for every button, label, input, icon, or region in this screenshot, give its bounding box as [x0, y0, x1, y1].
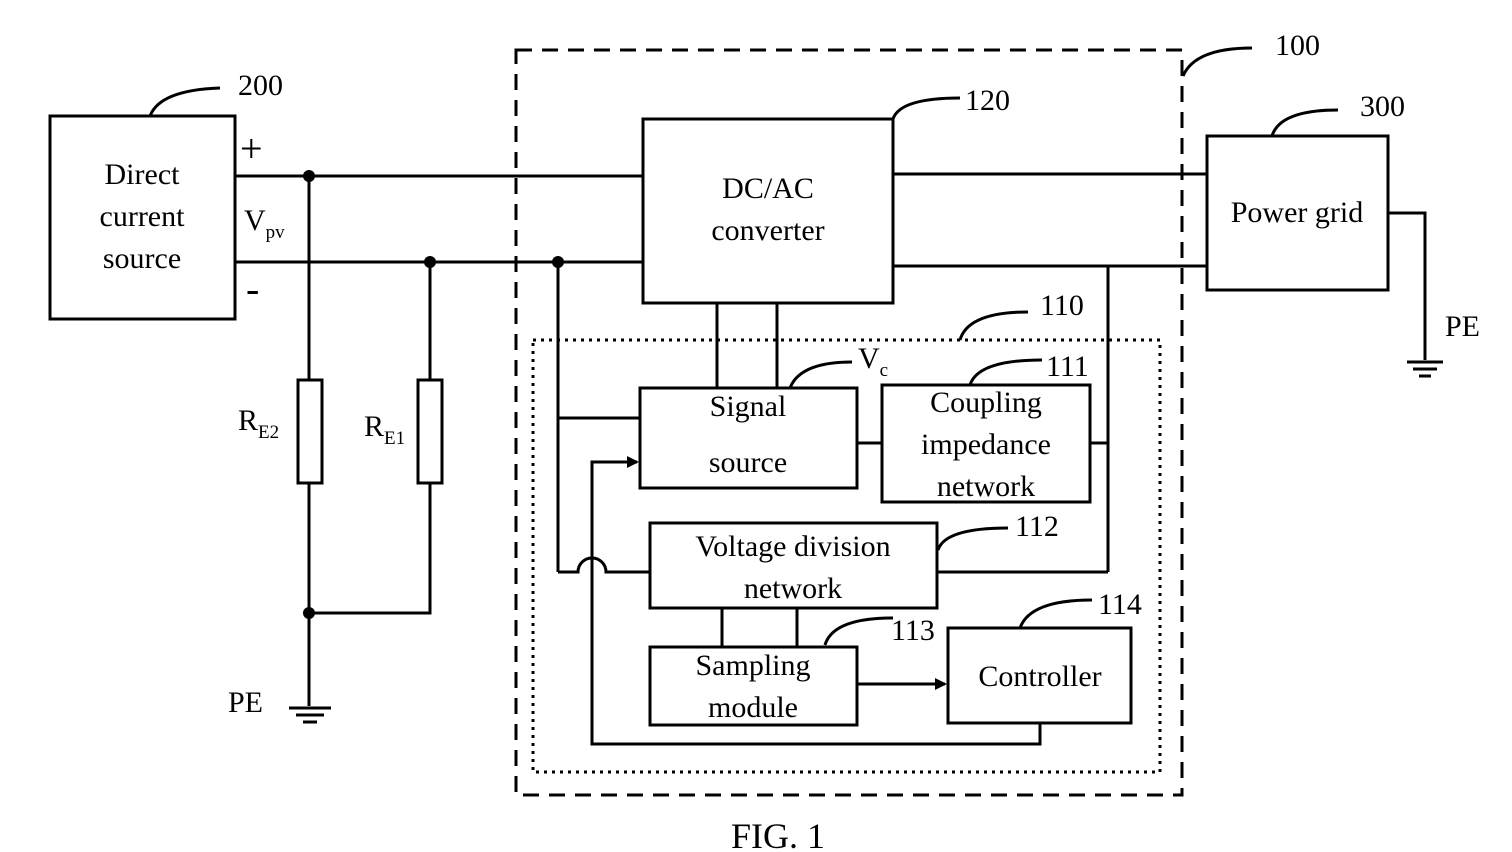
- leader-vc: [790, 362, 852, 388]
- leader-110: [960, 312, 1028, 340]
- re2-label: RE2: [238, 404, 279, 443]
- sampling-label-1: Sampling: [695, 649, 810, 682]
- ref-300: 300: [1360, 90, 1405, 123]
- leader-300: [1272, 110, 1338, 136]
- leader-200: [150, 88, 220, 116]
- pe-right-label: PE: [1445, 310, 1480, 343]
- coupling-label-2: impedance: [921, 428, 1051, 461]
- voltage-division-label-2: network: [744, 572, 842, 605]
- leader-113: [825, 618, 893, 645]
- voltage-division-label-1: Voltage division: [695, 530, 890, 563]
- grid-pe-wire: [1388, 213, 1425, 360]
- ref-100: 100: [1275, 29, 1320, 62]
- plus-sign: +: [240, 126, 263, 171]
- leader-111: [970, 360, 1042, 385]
- converter-block: [643, 119, 893, 303]
- junction-positive: [303, 170, 315, 182]
- figure-caption: FIG. 1: [731, 816, 825, 852]
- signal-source-label-2: source: [709, 446, 787, 479]
- ref-111: 111: [1046, 350, 1089, 383]
- junction-ground: [303, 607, 315, 619]
- leader-112: [938, 528, 1008, 550]
- minus-sign: -: [246, 266, 259, 311]
- ref-113: 113: [891, 614, 935, 647]
- leader-100: [1183, 48, 1252, 76]
- pe-left-label: PE: [228, 686, 263, 719]
- dc-source-label-1: Direct: [105, 158, 181, 191]
- leader-114: [1020, 600, 1092, 628]
- coupling-label-1: Coupling: [930, 386, 1042, 419]
- signal-source-label-1: Signal: [710, 390, 787, 423]
- ref-114: 114: [1098, 588, 1142, 621]
- vpv-label: Vpv: [244, 204, 285, 243]
- converter-label-1: DC/AC: [722, 172, 814, 205]
- dc-source-label-2: current: [100, 200, 186, 233]
- converter-label-2: converter: [711, 214, 824, 247]
- resistor-re1: [418, 380, 442, 483]
- voltage-division-input: [558, 558, 650, 572]
- vc-label: Vc: [858, 342, 888, 381]
- resistor-re2: [298, 380, 322, 483]
- junction-detect: [552, 256, 564, 268]
- ref-110: 110: [1040, 289, 1084, 322]
- power-grid-label: Power grid: [1231, 196, 1363, 229]
- ref-112: 112: [1015, 510, 1059, 543]
- coupling-label-3: network: [937, 470, 1035, 503]
- re1-wire-bottom: [309, 483, 430, 613]
- leader-120: [893, 98, 960, 119]
- controller-label: Controller: [978, 660, 1101, 693]
- sampling-label-2: module: [708, 691, 798, 724]
- ref-120: 120: [965, 84, 1010, 117]
- re1-label: RE1: [364, 410, 405, 449]
- ref-200: 200: [238, 69, 283, 102]
- junction-re1: [424, 256, 436, 268]
- dc-source-label-3: source: [103, 242, 181, 275]
